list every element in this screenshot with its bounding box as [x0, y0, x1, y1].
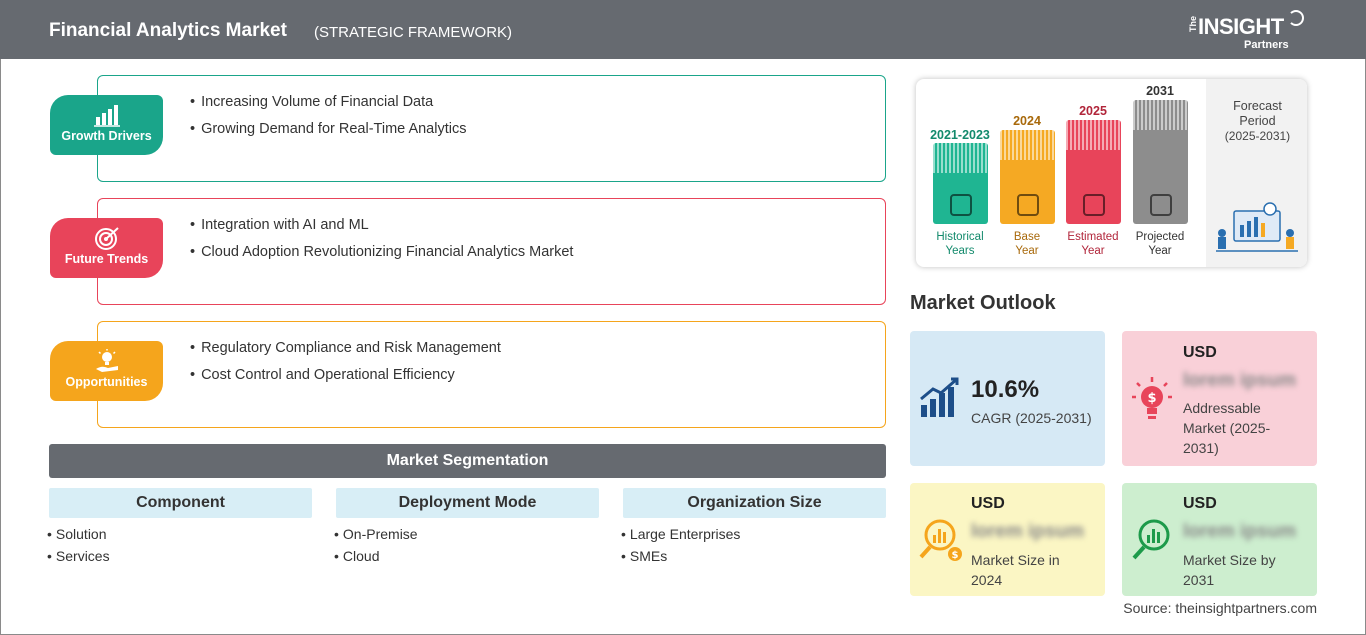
segment-item: Cloud: [334, 548, 599, 564]
projected-bar: [1133, 100, 1188, 224]
segment-component: Component Solution Services: [49, 488, 312, 570]
badge-label: Opportunities: [65, 375, 148, 389]
magnifier-chart-icon: [1132, 519, 1170, 560]
list-item: Regulatory Compliance and Risk Managemen…: [190, 340, 501, 356]
cagr-value: 10.6%: [971, 376, 1040, 403]
cagr-label: CAGR (2025-2031): [971, 410, 1092, 426]
analytics-team-illustration: [1216, 202, 1298, 252]
list-item: Cost Control and Operational Efficiency: [190, 367, 501, 383]
svg-text:$: $: [1147, 391, 1156, 406]
gears-icon: [1083, 194, 1105, 216]
year-label: 2021-2023: [930, 128, 990, 142]
insight-partners-logo: The INSIGHT Partners: [1188, 10, 1308, 52]
segment-deployment-mode: Deployment Mode On-Premise Cloud: [336, 488, 599, 570]
badge-label: Future Trends: [64, 252, 149, 266]
source-note: Source: theinsightpartners.com: [1123, 600, 1317, 616]
segment-item: Solution: [47, 526, 312, 542]
market-outlook-title: Market Outlook: [910, 292, 1056, 314]
forecast-period-label: Forecast Period (2025-2031): [1224, 99, 1291, 143]
target-icon: [94, 227, 119, 250]
cagr-box: 10.6% CAGR (2025-2031): [910, 331, 1105, 466]
page-subtitle: (STRATEGIC FRAMEWORK): [314, 24, 513, 41]
list-item: Integration with AI and ML: [190, 217, 573, 233]
segment-heading: Deployment Mode: [336, 488, 599, 518]
year-label: 2025: [1079, 104, 1107, 118]
blurred-value: lorem ipsum: [1183, 521, 1296, 542]
calendar-icon: [1017, 194, 1039, 216]
growth-drivers-card: Increasing Volume of Financial Data Grow…: [97, 75, 886, 182]
badge-label: Growth Drivers: [61, 129, 152, 143]
segmentation-title: Market Segmentation: [49, 444, 886, 478]
dollar-bulb-icon: $: [1132, 377, 1172, 419]
segment-heading: Component: [49, 488, 312, 518]
list-item: Increasing Volume of Financial Data: [190, 94, 466, 110]
magnifier-chart-icon: $: [919, 519, 962, 561]
blurred-value: lorem ipsum: [971, 521, 1084, 542]
future-trends-badge: Future Trends: [50, 218, 163, 278]
year-label: 2024: [1013, 114, 1041, 128]
header-bar: Financial Analytics Market (STRATEGIC FR…: [0, 0, 1366, 59]
segment-item: Large Enterprises: [621, 526, 886, 542]
presentation-icon: [1150, 194, 1172, 216]
estimated-bar: [1066, 120, 1121, 224]
history-icon: [950, 194, 972, 216]
svg-text:$: $: [952, 550, 959, 561]
future-trends-card: Integration with AI and ML Cloud Adoptio…: [97, 198, 886, 305]
segment-item: SMEs: [621, 548, 886, 564]
opportunities-card: Regulatory Compliance and Risk Managemen…: [97, 321, 886, 428]
segment-item: On-Premise: [334, 526, 599, 542]
segment-heading: Organization Size: [623, 488, 886, 518]
page-title: Financial Analytics Market: [49, 20, 287, 41]
growth-chart-icon: [920, 377, 959, 417]
segment-item: Services: [47, 548, 312, 564]
segment-organization-size: Organization Size Large Enterprises SMEs: [623, 488, 886, 570]
usd-label: USD: [971, 495, 1005, 512]
opportunities-badge: Opportunities: [50, 341, 163, 401]
historical-bar: [933, 143, 988, 224]
growth-drivers-badge: Growth Drivers: [50, 95, 163, 155]
usd-label: USD: [1183, 344, 1217, 361]
usd-label: USD: [1183, 495, 1217, 512]
lightbulb-hand-icon: [95, 349, 118, 372]
list-item: Growing Demand for Real-Time Analytics: [190, 121, 466, 137]
list-item: Cloud Adoption Revolutionizing Financial…: [190, 244, 573, 260]
base-bar: [1000, 130, 1055, 224]
blurred-value: lorem ipsum: [1183, 370, 1296, 391]
bar-chart-icon: [93, 105, 120, 127]
year-label: 2031: [1146, 84, 1174, 98]
